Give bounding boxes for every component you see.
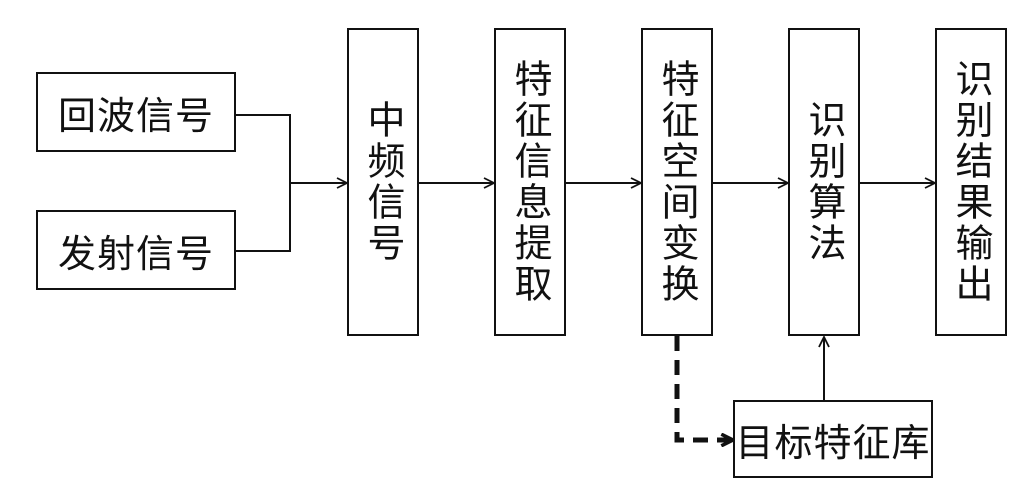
node-output: 识别结果输出: [935, 28, 1007, 336]
node-label: 中频信号: [361, 100, 405, 264]
node-label: 识别算法: [802, 100, 846, 264]
node-label: 回波信号: [57, 93, 214, 138]
node-label: 特征信息提取: [508, 59, 552, 305]
node-echo-signal: 回波信号: [36, 72, 236, 152]
node-label: 目标特征库: [735, 420, 931, 465]
edge-transmit-to-merge: [236, 183, 291, 252]
node-label: 识别结果输出: [949, 59, 993, 305]
node-transmit-signal: 发射信号: [36, 210, 236, 290]
edge-echo-to-merge: [236, 114, 291, 183]
node-feature-space: 特征空间变换: [641, 28, 713, 336]
node-if-signal: 中频信号: [347, 28, 419, 336]
node-target-db: 目标特征库: [733, 400, 933, 478]
edge-feature-space-to-target-db: [674, 336, 733, 440]
node-algorithm: 识别算法: [788, 28, 860, 336]
node-label: 发射信号: [57, 231, 214, 276]
node-label: 特征空间变换: [655, 59, 699, 305]
node-feature-extract: 特征信息提取: [494, 28, 566, 336]
